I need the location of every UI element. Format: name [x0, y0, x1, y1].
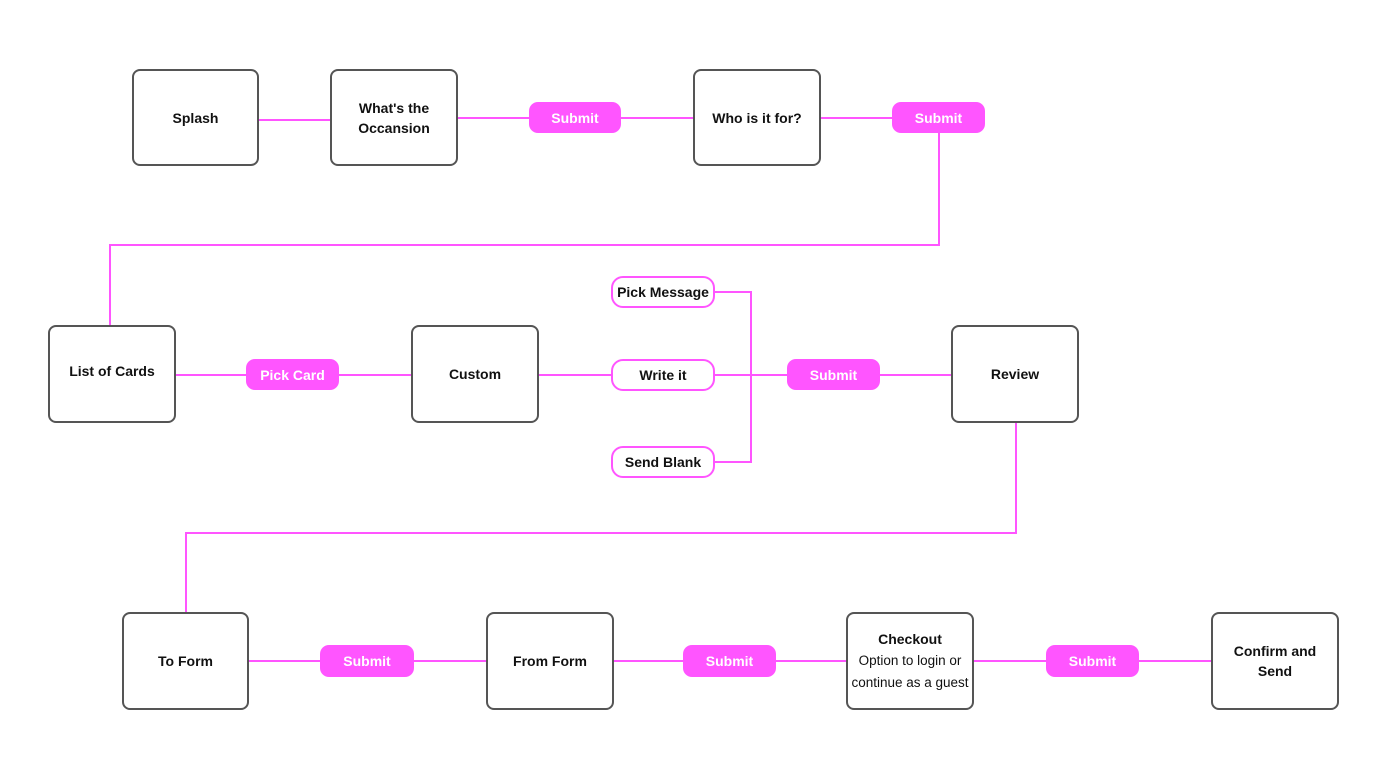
node-to-form-title: To Form — [158, 653, 213, 669]
submit-to-form-button[interactable]: Submit — [320, 645, 414, 677]
node-confirm-send-title: Confirm and Send — [1233, 643, 1317, 679]
line-sendblank-merge — [713, 375, 752, 463]
node-review-title: Review — [990, 366, 1040, 382]
send-blank-option[interactable]: Send Blank — [611, 446, 715, 478]
node-to-form[interactable]: To Form — [122, 612, 249, 710]
node-checkout-subtitle: Option to login or continue as a guest — [851, 652, 969, 690]
node-occasion-title: What's the Occansion — [358, 99, 430, 136]
node-checkout-title: Checkout — [878, 630, 942, 647]
node-checkout[interactable]: Checkout Option to login or continue as … — [846, 612, 974, 710]
submit-from-form-button[interactable]: Submit — [683, 645, 776, 677]
node-splash[interactable]: Splash — [132, 69, 259, 166]
submit-occasion-button[interactable]: Submit — [529, 102, 621, 133]
pick-card-button[interactable]: Pick Card — [246, 359, 339, 390]
line-pickmessage-merge — [713, 291, 752, 375]
node-custom-title: Custom — [448, 366, 502, 382]
node-confirm-and-send[interactable]: Confirm and Send — [1211, 612, 1339, 710]
node-splash-title: Splash — [172, 109, 219, 126]
line-submit-list-of-cards — [109, 133, 940, 327]
node-review[interactable]: Review — [951, 325, 1079, 423]
node-whats-the-occasion[interactable]: What's the Occansion — [330, 69, 458, 166]
node-from-form-title: From Form — [513, 653, 587, 669]
node-who-for-title: Who is it for? — [712, 109, 802, 126]
node-who-is-it-for[interactable]: Who is it for? — [693, 69, 821, 166]
submit-message-button[interactable]: Submit — [787, 359, 880, 390]
submit-who-button[interactable]: Submit — [892, 102, 985, 133]
submit-checkout-button[interactable]: Submit — [1046, 645, 1139, 677]
pick-message-option[interactable]: Pick Message — [611, 276, 715, 308]
node-custom[interactable]: Custom — [411, 325, 539, 423]
node-list-of-cards[interactable]: List of Cards — [48, 325, 176, 423]
line-review-to-form — [185, 422, 1017, 614]
node-from-form[interactable]: From Form — [486, 612, 614, 710]
write-it-option[interactable]: Write it — [611, 359, 715, 391]
node-list-of-cards-title: List of Cards — [69, 363, 155, 379]
